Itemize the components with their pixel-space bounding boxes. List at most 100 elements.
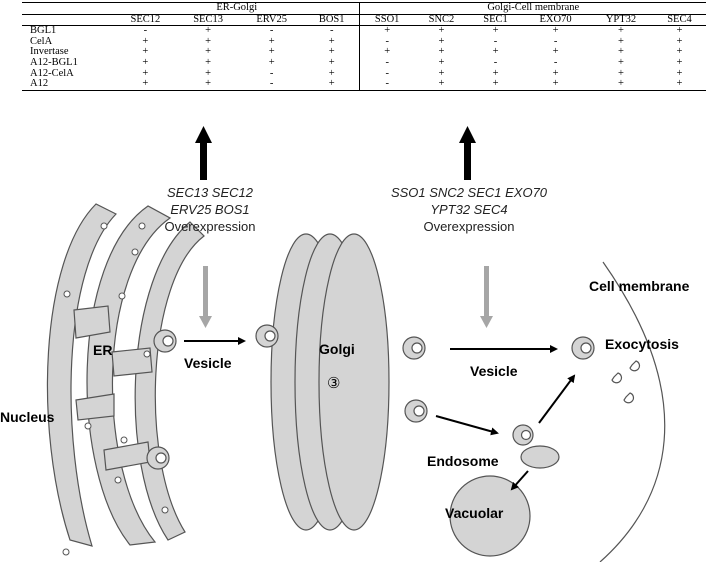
table-cell: - bbox=[359, 68, 414, 80]
row-label: A12-BGL1 bbox=[30, 56, 78, 68]
table-cell: - bbox=[553, 35, 558, 47]
table-cell: + bbox=[438, 25, 445, 37]
table-cell: + bbox=[676, 67, 683, 79]
golgi-membrane-gene-label: SSO1 SNC2 SEC1 EXO70 YPT32 SEC4 Overexpr… bbox=[380, 184, 558, 235]
row-label-header bbox=[22, 14, 114, 27]
membrane-gene-line-1: SSO1 SNC2 SEC1 EXO70 bbox=[390, 185, 548, 200]
table-cell: - bbox=[269, 25, 274, 37]
table-cell: + bbox=[205, 56, 212, 68]
table-cell: + bbox=[328, 35, 335, 47]
table-cell: + bbox=[492, 67, 499, 79]
column-header-sso1: SSO1 bbox=[359, 14, 414, 27]
column-header-exo70: EXO70 bbox=[522, 14, 590, 27]
table-cell: + bbox=[359, 47, 414, 58]
table-row: A12-CelA + + - + - + + + + + bbox=[22, 67, 706, 80]
er-label: ER bbox=[93, 342, 113, 358]
table-cell: - bbox=[269, 67, 274, 79]
table-cell: + bbox=[176, 78, 240, 91]
row-label: CelA bbox=[30, 35, 53, 47]
table-cell: + bbox=[205, 35, 212, 47]
table-cell: + bbox=[438, 56, 445, 68]
table-cell: - bbox=[359, 78, 414, 91]
table-cell: + bbox=[492, 46, 499, 58]
table-row: Invertase++++++++++ bbox=[22, 47, 706, 58]
row-label: A12 bbox=[22, 78, 114, 91]
table-cell: + bbox=[268, 35, 275, 47]
table-cell: - bbox=[553, 56, 558, 68]
table-row: A12++-+-+++++ bbox=[22, 78, 706, 91]
vesicles bbox=[146, 324, 595, 470]
cell-membrane-line bbox=[599, 261, 666, 562]
column-header-bos1: BOS1 bbox=[303, 14, 360, 27]
table-cell: + bbox=[142, 35, 149, 47]
table-cell: + bbox=[618, 35, 624, 47]
column-header-sec12: SEC12 bbox=[114, 14, 177, 27]
table-cell: + bbox=[676, 35, 683, 47]
table-cell: + bbox=[205, 67, 212, 79]
golgi-label: Golgi bbox=[319, 341, 355, 357]
table-cell: + bbox=[676, 56, 683, 68]
table-cell: + bbox=[205, 46, 212, 58]
column-header-sec4: SEC4 bbox=[652, 14, 706, 27]
table-cell: + bbox=[142, 67, 149, 79]
table-cell: + bbox=[589, 78, 653, 91]
secreted-proteins bbox=[611, 360, 640, 404]
membrane-gene-line-2: YPT32 SEC4 bbox=[430, 202, 508, 217]
table-cell: - bbox=[359, 36, 414, 48]
table-cell: + bbox=[492, 25, 499, 37]
table-cell: + bbox=[552, 25, 559, 37]
table-cell: + bbox=[676, 25, 683, 37]
table-cell: + bbox=[676, 46, 683, 58]
golgi-number-mark: ③ bbox=[327, 375, 341, 392]
group-header-er-golgi: ER-Golgi bbox=[114, 2, 360, 15]
table-cell: + bbox=[618, 25, 624, 37]
row-label: A12-CelA bbox=[30, 67, 74, 79]
transport-arrows bbox=[184, 337, 576, 491]
column-header-ypt32: YPT32 bbox=[589, 14, 653, 27]
table-corner bbox=[22, 2, 114, 15]
table-cell: + bbox=[303, 78, 360, 91]
table-cell: + bbox=[328, 67, 335, 79]
column-header-erv25: ERV25 bbox=[239, 14, 304, 27]
table-cell: + bbox=[552, 67, 559, 79]
arrows-to-table bbox=[195, 126, 476, 180]
table-cell: + bbox=[438, 35, 445, 47]
table-body: BGL1-+--++++++CelA++++-+--++Invertase+++… bbox=[22, 25, 706, 91]
column-header-snc2: SNC2 bbox=[413, 14, 470, 27]
vesicle-label-right: Vesicle bbox=[470, 363, 518, 379]
group-header-golgi-membrane: Golgi-Cell membrane bbox=[359, 2, 706, 15]
endosome-label: Endosome bbox=[427, 453, 499, 469]
table-cell: + bbox=[268, 46, 275, 58]
table-cell: + bbox=[359, 25, 414, 37]
column-header-sec1: SEC1 bbox=[469, 14, 523, 27]
ribosome-dots bbox=[62, 222, 169, 556]
vacuole-shape bbox=[449, 475, 531, 557]
table-cell: + bbox=[618, 56, 624, 68]
table-cell: + bbox=[469, 78, 523, 91]
table-cell: + bbox=[438, 67, 445, 79]
vesicle-label-left: Vesicle bbox=[184, 355, 232, 371]
table-row: CelA + + + + - + - - + + bbox=[22, 35, 706, 48]
table-cell: - bbox=[493, 56, 498, 68]
table-cell: + bbox=[618, 67, 624, 79]
table-cell: + bbox=[522, 78, 590, 91]
table-cell: - bbox=[329, 25, 334, 37]
table-cell: - bbox=[493, 35, 498, 47]
table-cell: + bbox=[552, 46, 559, 58]
table-cell: + bbox=[328, 56, 335, 68]
table-cell: + bbox=[618, 46, 624, 58]
table-cell: + bbox=[413, 78, 470, 91]
table-cell: - bbox=[143, 25, 148, 37]
table-cell: + bbox=[142, 56, 149, 68]
er-golgi-gene-label: SEC13 SEC12 ERV25 BOS1 Overexpression bbox=[150, 184, 270, 235]
group-header-row: ER-Golgi Golgi-Cell membrane bbox=[22, 2, 706, 15]
endosome-shape bbox=[520, 445, 560, 469]
er-overexpression-label: Overexpression bbox=[164, 219, 256, 234]
table-cell: + bbox=[205, 25, 212, 37]
table-cell: + bbox=[438, 46, 445, 58]
table-cell: - bbox=[359, 57, 414, 69]
table-row: BGL1-+--++++++ bbox=[22, 25, 706, 37]
